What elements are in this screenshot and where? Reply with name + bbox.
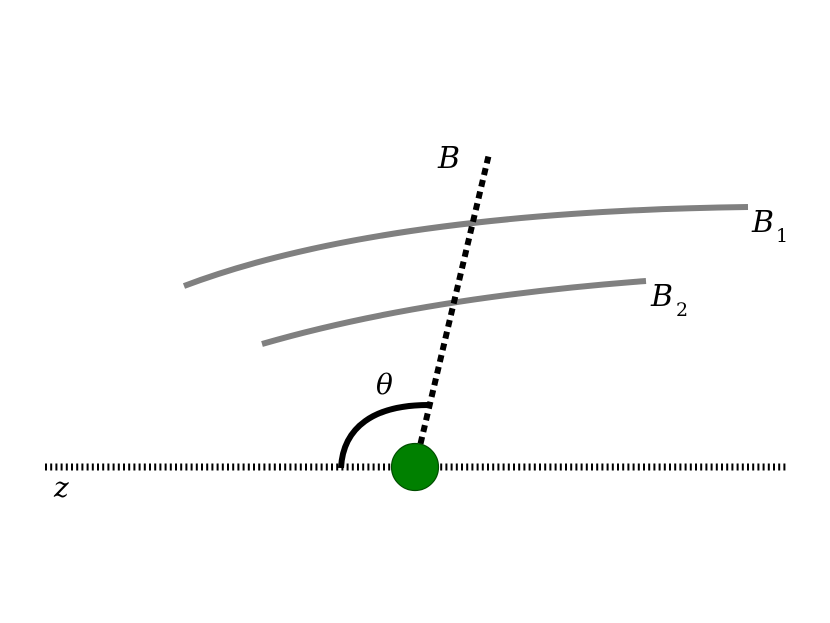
label-line-b: B (437, 141, 460, 176)
label-curve-b1-subscript: 1 (776, 225, 788, 247)
particle-dot (390, 442, 440, 492)
label-curve-b2: B (650, 279, 673, 314)
curve-b2 (261, 278, 647, 347)
angle-arc (338, 401, 433, 469)
curve-b1 (182, 204, 749, 289)
label-curve-b2-subscript: 2 (676, 299, 688, 321)
label-curve-b1: B (751, 205, 774, 240)
label-angle-theta: θ (376, 368, 393, 401)
direction-line-b (412, 153, 492, 468)
label-axis-z: z (53, 471, 69, 504)
